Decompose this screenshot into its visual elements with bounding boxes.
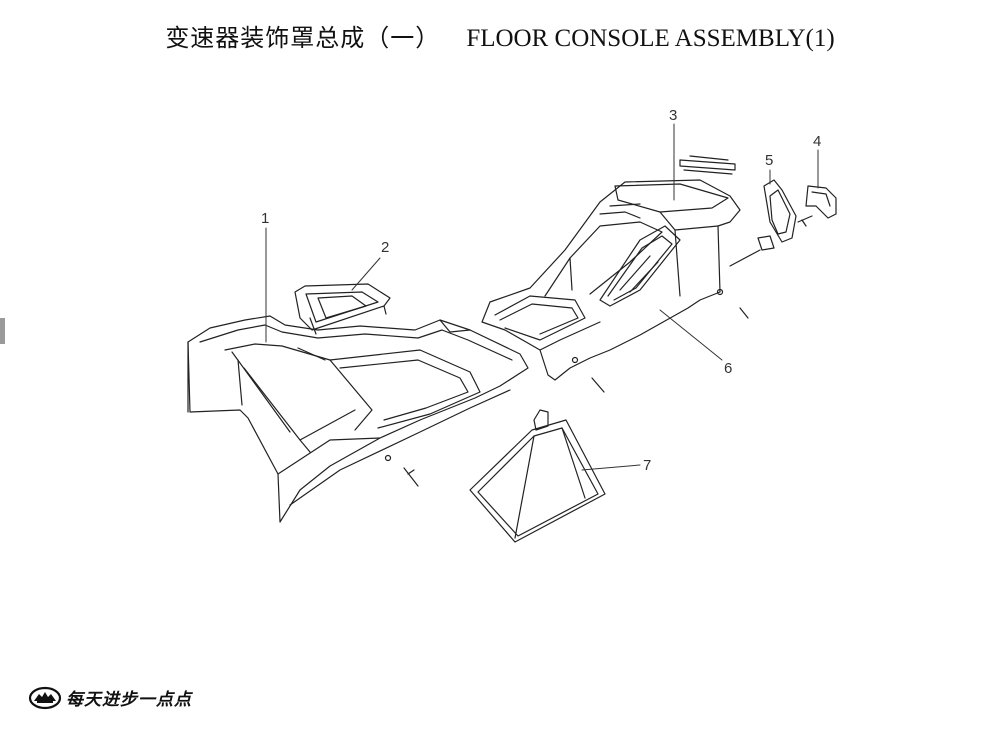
part-7-shift-boot-frame [469, 409, 606, 543]
footer-slogan: 每天进步一点点 [66, 690, 192, 710]
callout-3: 3 [669, 107, 677, 124]
page-title: 变速器装饰罩总成（一） FLOOR CONSOLE ASSEMBLY(1) [0, 18, 1000, 53]
part-2-shift-trim [294, 283, 391, 335]
part-5-switch-bezel [729, 179, 797, 267]
callout-6: 6 [724, 360, 732, 377]
title-english: FLOOR CONSOLE ASSEMBLY(1) [466, 25, 835, 52]
part-6-rear-console-box [481, 155, 749, 393]
page-edge-marker [0, 318, 5, 344]
callout-7: 7 [643, 457, 651, 474]
part-1-front-console-tray [187, 315, 529, 523]
callout-leaders [265, 123, 819, 471]
part-4-bracket [797, 185, 837, 227]
callout-5: 5 [765, 152, 773, 169]
title-chinese: 变速器装饰罩总成（一） [165, 24, 441, 52]
callout-4: 4 [813, 133, 821, 150]
callout-2: 2 [381, 239, 389, 256]
callout-1: 1 [261, 210, 269, 227]
great-wall-emblem-icon [28, 686, 62, 710]
